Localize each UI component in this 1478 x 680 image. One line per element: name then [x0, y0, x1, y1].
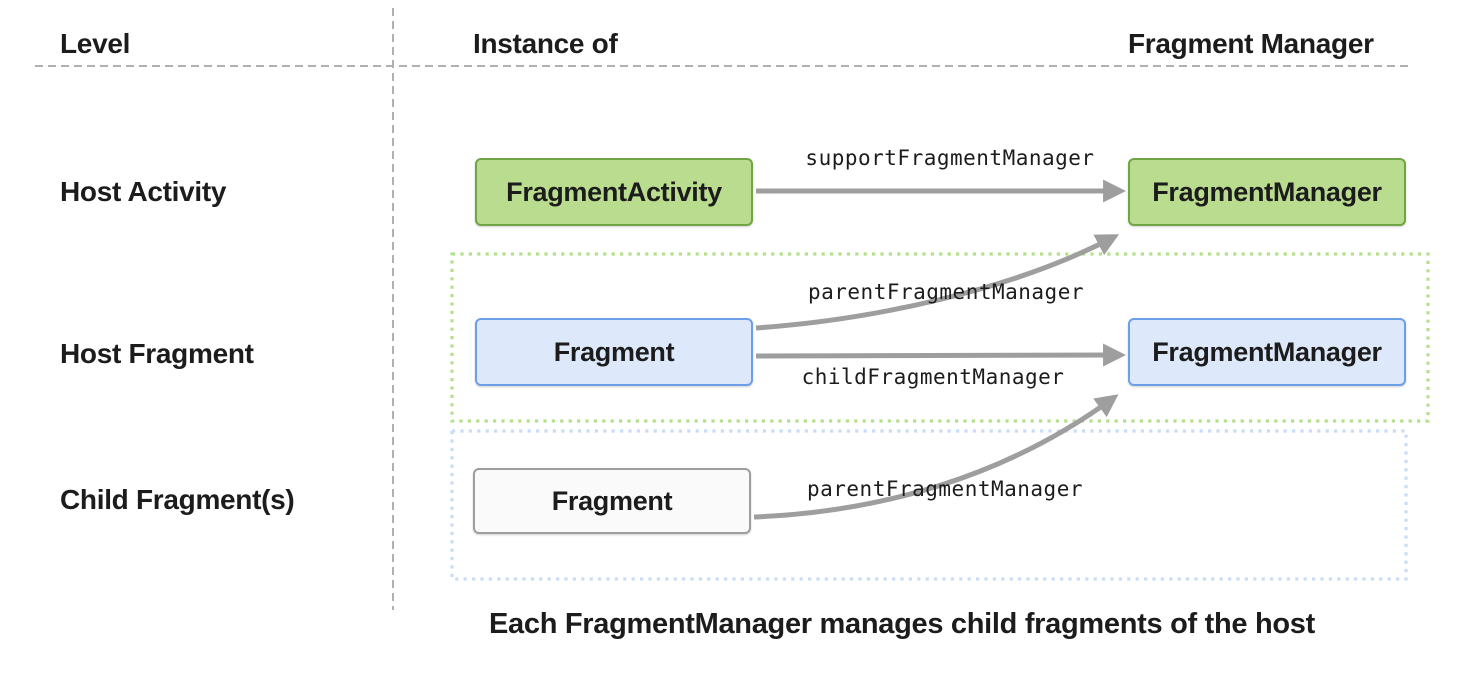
node-fragment-child: Fragment — [473, 468, 751, 534]
node-fragment-manager-host: FragmentManager — [1128, 318, 1406, 386]
row-label-host-fragment: Host Fragment — [60, 338, 254, 369]
row-label-host-activity: Host Activity — [60, 176, 227, 207]
column-header-instance-of: Instance of — [473, 28, 618, 59]
arrow-label-parent-fragment-manager-child: parentFragmentManager — [806, 477, 1083, 501]
arrow-label-child-fragment-manager: childFragmentManager — [801, 365, 1065, 389]
node-fragment-host: Fragment — [475, 318, 753, 386]
node-fragment-activity: FragmentActivity — [475, 158, 753, 226]
arrow-label-support-fragment-manager: supportFragmentManager — [805, 146, 1095, 170]
row-label-child-fragments: Child Fragment(s) — [60, 484, 295, 515]
column-header-level: Level — [60, 28, 131, 59]
diagram-caption: Each FragmentManager manages child fragm… — [489, 608, 1315, 640]
arrow-label-parent-fragment-manager-host: parentFragmentManager — [807, 280, 1084, 304]
column-header-fragment-manager: Fragment Manager — [1128, 28, 1374, 59]
child-fragment-manager-arrow — [755, 343, 1127, 367]
node-fragment-manager-activity: FragmentManager — [1128, 158, 1406, 226]
